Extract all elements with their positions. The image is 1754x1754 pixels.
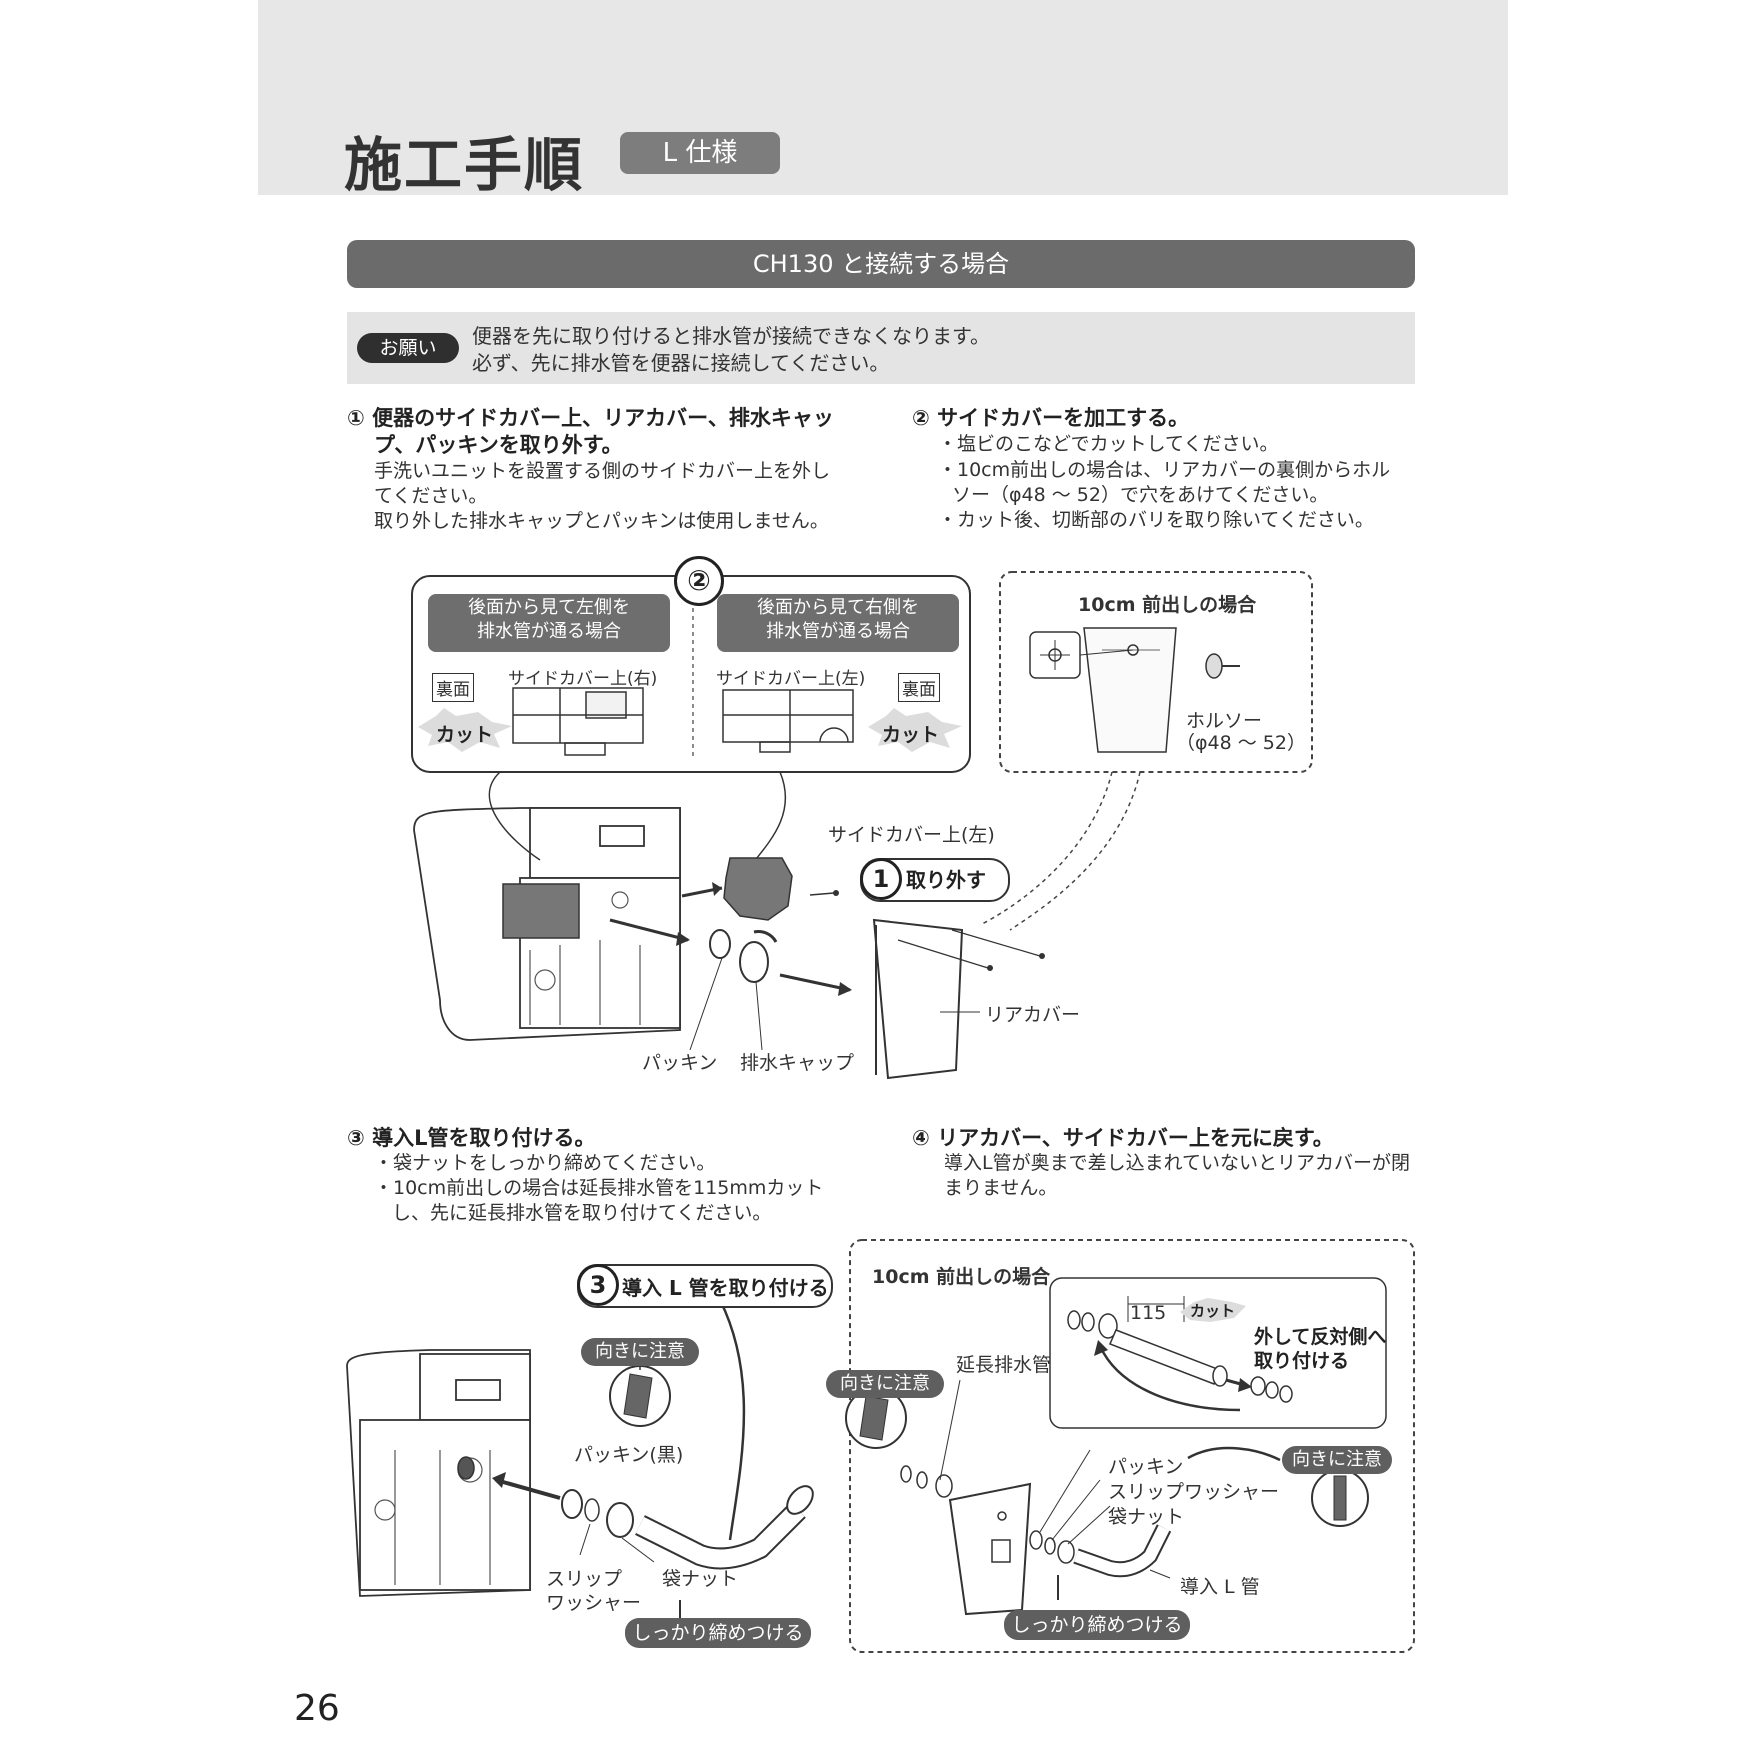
- fig1-left-head: 後面から見て左側を 排水管が通る場合: [428, 594, 670, 652]
- fig2-step-num: 3: [577, 1264, 619, 1306]
- page-title: 施工手順: [344, 131, 585, 199]
- fig1-rear-cover: リアカバー: [985, 1004, 1081, 1026]
- fig3-extension-pipe: 延長排水管: [956, 1354, 1052, 1376]
- step3-text-2: ・10cm前出しの場合は延長排水管を115mmカット: [374, 1177, 824, 1199]
- fig3-bag-nut: 袋ナット: [1108, 1506, 1185, 1528]
- fig3-reattach-2: 取り付ける: [1254, 1350, 1350, 1372]
- fig3-title: 10cm 前出しの場合: [872, 1266, 1051, 1288]
- step2-text-2: ・10cm前出しの場合は、リアカバーの裏側からホル: [938, 459, 1391, 481]
- fig3-packing: パッキン: [1108, 1456, 1184, 1478]
- notice-box: [347, 312, 1415, 384]
- fig1-left-head-line2: 排水管が通る場合: [477, 621, 621, 642]
- notice-badge: お願い: [357, 333, 459, 363]
- spec-badge: L 仕様: [620, 132, 780, 174]
- fig1-back-side-right: 裏面: [898, 673, 940, 702]
- fig1-hole-saw-size: （φ48 ～ 52）: [1176, 732, 1306, 754]
- fig1-side-cover-right: サイドカバー上(右): [508, 669, 658, 689]
- fig2-bag-nut: 袋ナット: [662, 1568, 739, 1590]
- fig1-side-cover-left-callout: サイドカバー上(左): [828, 824, 995, 846]
- section-title: CH130 と接続する場合: [347, 240, 1415, 288]
- notice-line-2: 必ず、先に排水管を便器に接続してください。: [472, 351, 890, 375]
- fig1-hole-saw: ホルソー: [1186, 710, 1263, 732]
- step2-title: ② サイドカバーを加工する。: [912, 406, 1190, 430]
- fig2-caution: 向きに注意: [581, 1338, 699, 1366]
- fig2-step-callout: [577, 1264, 833, 1308]
- fig3-l-pipe: 導入 L 管: [1180, 1576, 1260, 1598]
- step2-text-1: ・塩ビのこなどでカットしてください。: [938, 433, 1279, 455]
- fig3-tighten: しっかり締めつける: [1004, 1610, 1190, 1640]
- fig1-right-head-line2: 排水管が通る場合: [766, 621, 910, 642]
- fig2-packing-black: パッキン(黒): [574, 1444, 684, 1466]
- fig1-packing: パッキン: [642, 1052, 718, 1074]
- page-number: 26: [294, 1688, 340, 1729]
- step1-title-1: ① 便器のサイドカバー上、リアカバー、排水キャッ: [347, 406, 834, 430]
- fig1-cut-left: カット: [436, 724, 494, 746]
- fig1-front10-title: 10cm 前出しの場合: [1078, 594, 1257, 616]
- step1-title-2: プ、パッキンを取り外す。: [374, 433, 623, 457]
- fig3-reattach-1: 外して反対側へ: [1254, 1326, 1387, 1348]
- step3-text-3: し、先に延長排水管を取り付けてください。: [392, 1202, 772, 1224]
- step4-title: ④ リアカバー、サイドカバー上を元に戻す。: [912, 1126, 1334, 1150]
- step4-text-1: 導入L管が奥まで差し込まれていないとリアカバーが閉: [944, 1152, 1411, 1174]
- step1-text-3: 取り外した排水キャップとパッキンは使用しません。: [374, 510, 829, 532]
- fig3-dim: 115: [1130, 1302, 1167, 1324]
- step2-text-3: ソー（φ48 ～ 52）で穴をあけてください。: [952, 484, 1329, 506]
- fig3-caution-right: 向きに注意: [1282, 1446, 1392, 1474]
- fig3-caution-left: 向きに注意: [826, 1370, 944, 1398]
- fig2-slip-washer-1: スリップ: [546, 1568, 623, 1590]
- fig1-right-head: 後面から見て右側を 排水管が通る場合: [717, 594, 959, 652]
- fig1-right-head-line1: 後面から見て右側を: [757, 597, 919, 618]
- fig1-remove-num: 1: [860, 858, 902, 900]
- step2-text-4: ・カット後、切断部のバリを取り除いてください。: [938, 509, 1374, 531]
- fig1-step-marker: ②: [674, 556, 724, 606]
- fig3-cut: カット: [1190, 1302, 1236, 1320]
- step3-title: ③ 導入L管を取り付ける。: [347, 1126, 596, 1150]
- fig1-side-cover-left: サイドカバー上(左): [716, 669, 866, 689]
- fig2-tighten: しっかり締めつける: [625, 1618, 811, 1648]
- fig1-cut-right: カット: [882, 724, 940, 746]
- fig1-back-side-left: 裏面: [432, 673, 474, 702]
- notice-line-1: 便器を先に取り付けると排水管が接続できなくなります。: [472, 324, 990, 348]
- fig2-step-label: 導入 L 管を取り付ける: [622, 1276, 829, 1300]
- fig1-drain-cap: 排水キャップ: [740, 1052, 855, 1074]
- step1-text-2: てください。: [374, 485, 488, 507]
- header-band: [258, 0, 1508, 195]
- fig1-remove-label: 取り外す: [906, 868, 986, 892]
- fig1-left-head-line1: 後面から見て左側を: [468, 597, 630, 618]
- fig2-slip-washer-2: ワッシャー: [546, 1592, 642, 1614]
- fig3-slip-washer: スリップワッシャー: [1108, 1481, 1280, 1503]
- step3-text-1: ・袋ナットをしっかり締めてください。: [374, 1152, 716, 1174]
- step1-text-1: 手洗いユニットを設置する側のサイドカバー上を外し: [374, 460, 831, 482]
- step4-text-2: まりません。: [944, 1177, 1058, 1199]
